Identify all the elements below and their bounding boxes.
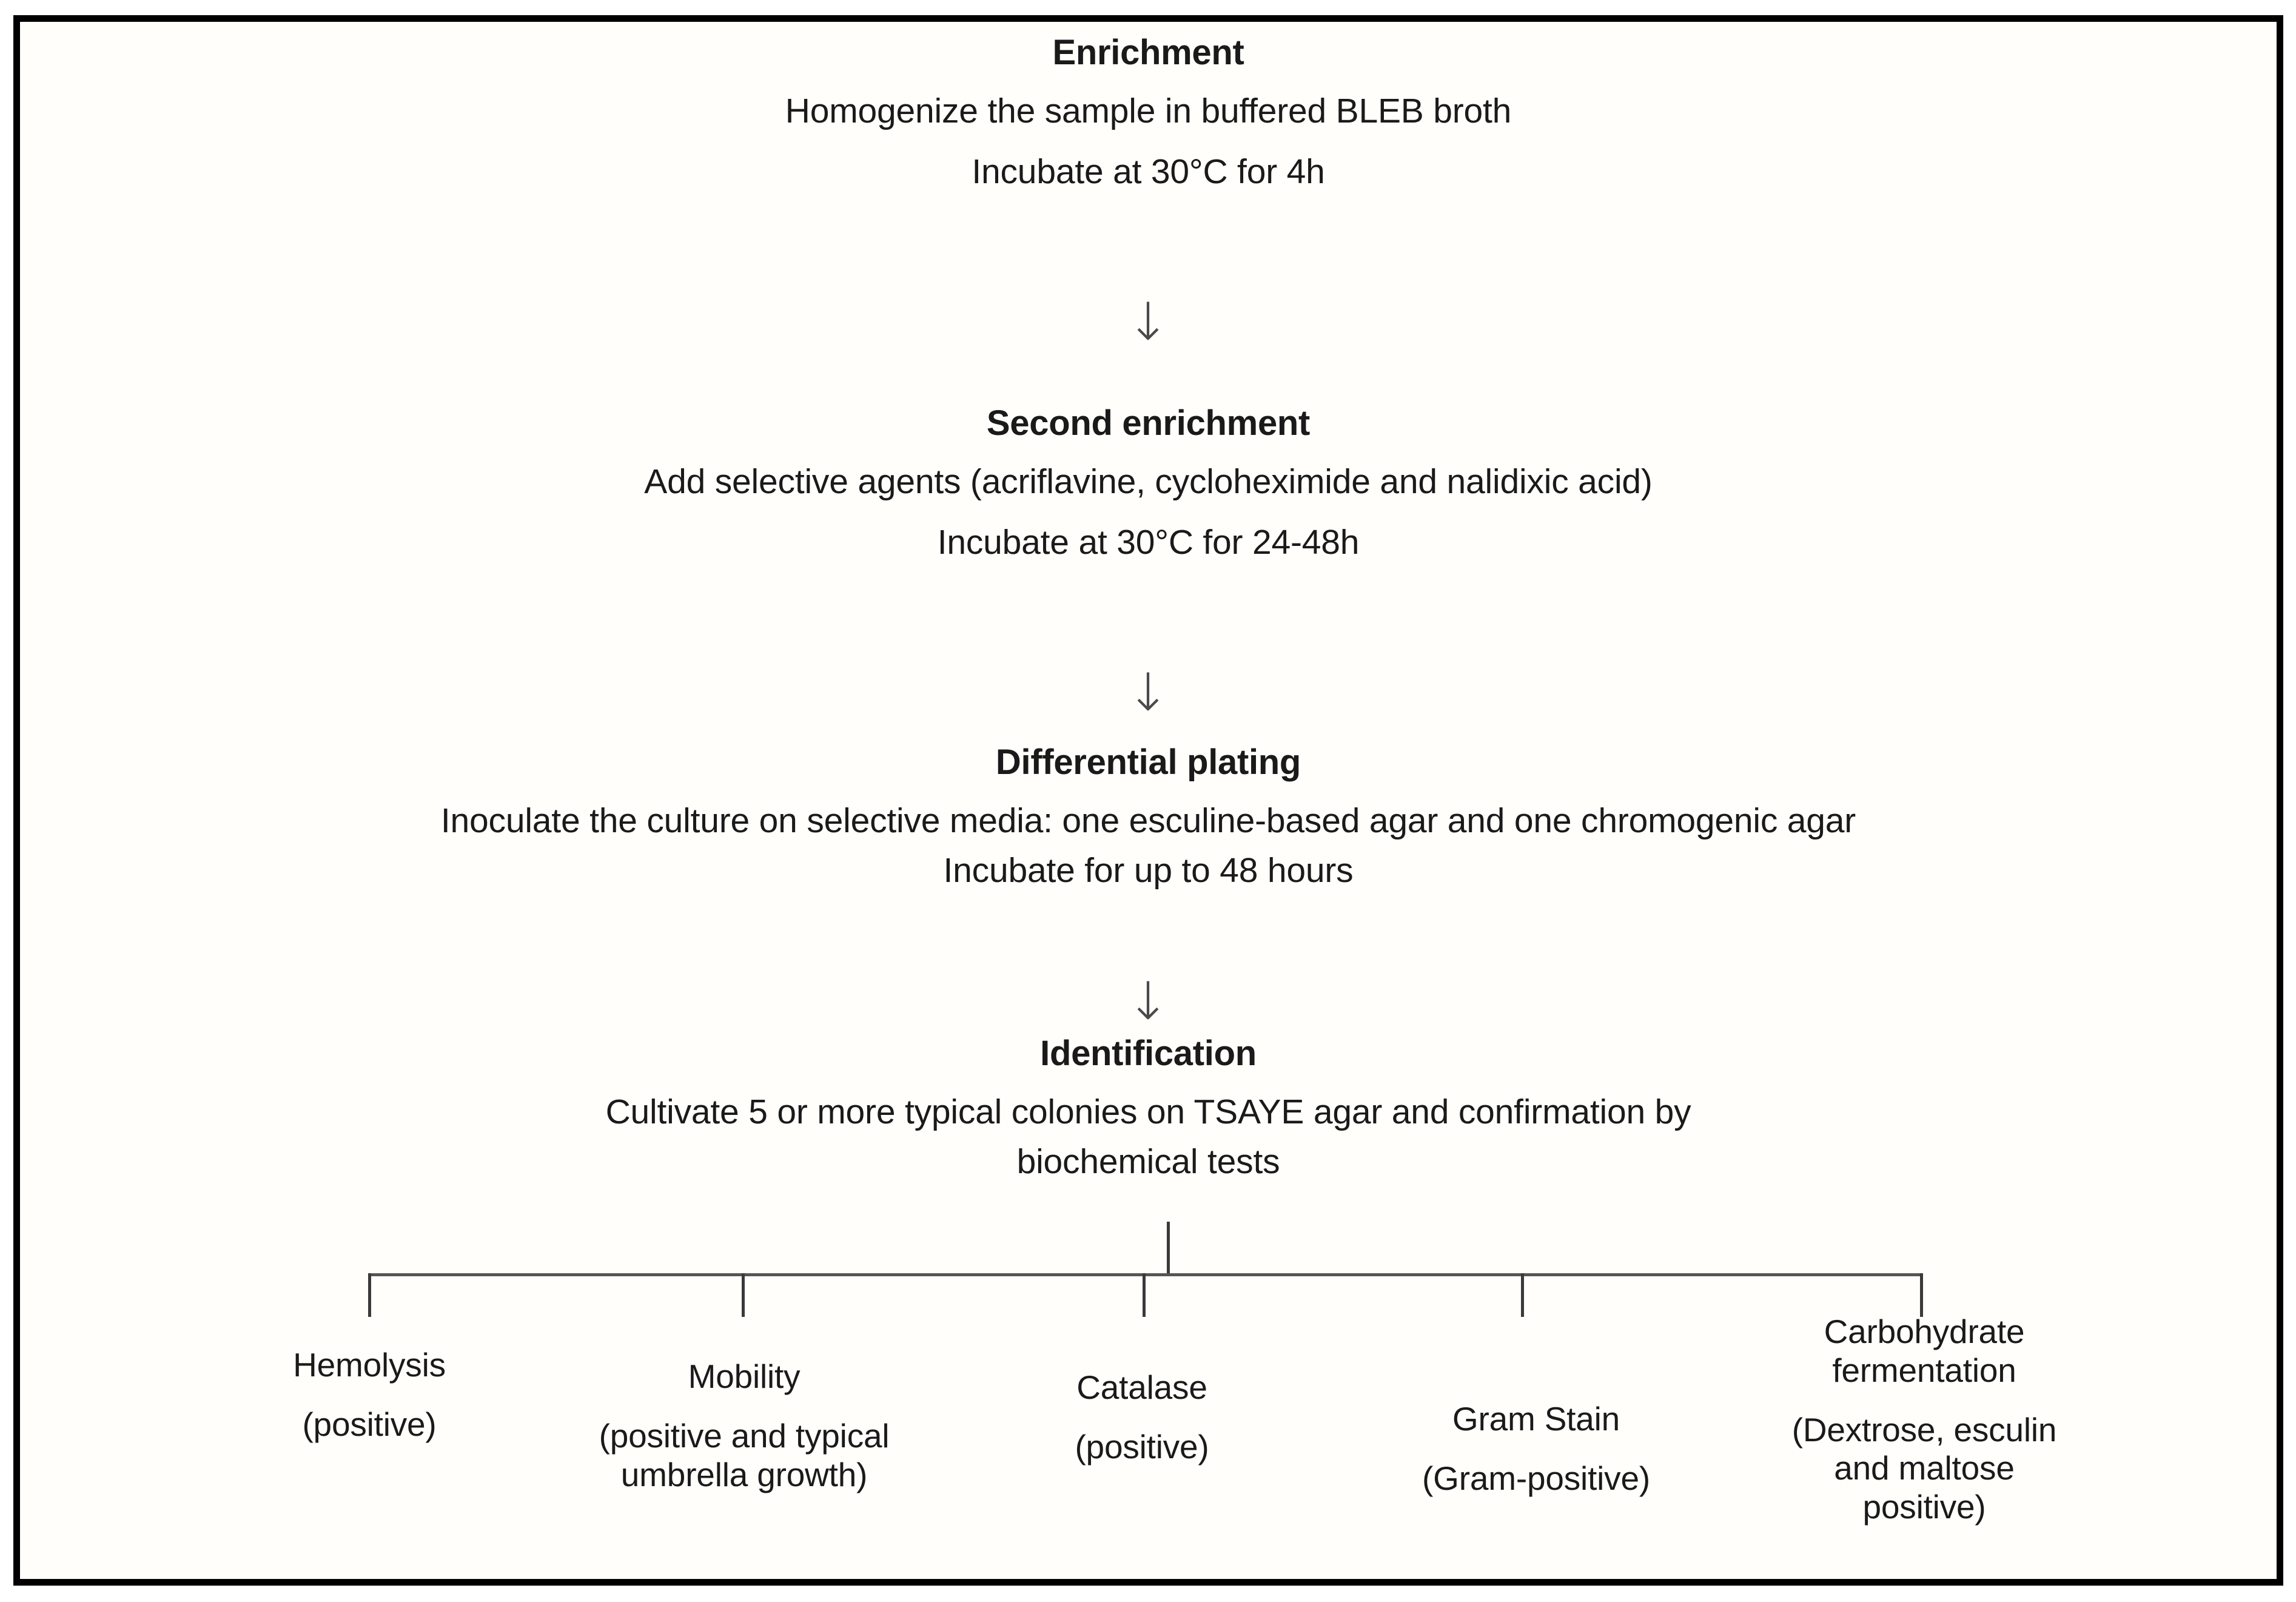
test-catalase-result: (positive) — [1075, 1427, 1209, 1466]
stage-differential-plating: Differential plating Inoculate the cultu… — [20, 745, 2277, 890]
stage-second-enrichment: Second enrichment Add selective agents (… — [20, 406, 2277, 562]
stage-differential-plating-line-2: Incubate for up to 48 hours — [943, 850, 1354, 890]
test-catalase: Catalase (positive) — [1009, 1368, 1275, 1467]
bracket-tick-carbohydrate-fermentation — [1920, 1273, 1923, 1317]
stage-enrichment: Enrichment Homogenize the sample in buff… — [20, 35, 2277, 192]
down-arrow-icon-2: ↓ — [1126, 662, 1170, 723]
test-mobility-result: (positive and typical umbrella growth) — [599, 1416, 890, 1493]
figure-border: Enrichment Homogenize the sample in buff… — [13, 15, 2283, 1586]
stage-enrichment-line-1: Homogenize the sample in buffered BLEB b… — [785, 92, 1512, 130]
test-carbohydrate-fermentation: Carbohydrate fermentation (Dextrose, esc… — [1773, 1313, 2076, 1527]
test-gram-stain-name: Gram Stain — [1452, 1400, 1620, 1438]
test-hemolysis-result: (positive) — [302, 1405, 437, 1443]
stage-identification-line-2: biochemical tests — [1016, 1142, 1280, 1181]
test-gram-stain: Gram Stain (Gram-positive) — [1378, 1400, 1694, 1498]
stage-identification-line-1: Cultivate 5 or more typical colonies on … — [605, 1092, 1691, 1131]
test-mobility-name: Mobility — [688, 1358, 801, 1395]
down-arrow-icon-3: ↓ — [1126, 971, 1170, 1032]
stage-differential-plating-line-1: Inoculate the culture on selective media… — [440, 801, 1856, 840]
stage-differential-plating-title: Differential plating — [995, 742, 1301, 782]
down-arrow-icon-1: ↓ — [1126, 292, 1170, 352]
stage-identification-title: Identification — [1040, 1034, 1257, 1073]
flowchart-canvas: Enrichment Homogenize the sample in buff… — [20, 22, 2277, 1579]
bracket-tick-catalase — [1143, 1273, 1146, 1317]
bracket-stem — [1167, 1222, 1170, 1275]
test-carbohydrate-fermentation-result: (Dextrose, esculin and maltose positive) — [1791, 1410, 2057, 1526]
stage-enrichment-title: Enrichment — [1052, 33, 1244, 72]
stage-second-enrichment-title: Second enrichment — [986, 403, 1311, 443]
bracket-tick-hemolysis — [368, 1273, 371, 1317]
test-catalase-name: Catalase — [1076, 1368, 1207, 1406]
test-hemolysis-name: Hemolysis — [293, 1346, 446, 1384]
bracket-tick-mobility — [742, 1273, 745, 1317]
stage-enrichment-line-2: Incubate at 30°C for 4h — [972, 152, 1325, 191]
bracket-tick-gram-stain — [1521, 1273, 1524, 1317]
test-hemolysis: Hemolysis (positive) — [236, 1346, 503, 1444]
test-gram-stain-result: (Gram-positive) — [1422, 1459, 1650, 1497]
stage-second-enrichment-line-2: Incubate at 30°C for 24-48h — [937, 522, 1360, 562]
test-carbohydrate-fermentation-name: Carbohydrate fermentation — [1824, 1313, 2025, 1389]
stage-second-enrichment-line-1: Add selective agents (acriflavine, cyclo… — [644, 462, 1653, 501]
stage-identification: Identification Cultivate 5 or more typic… — [20, 1036, 2277, 1182]
test-mobility: Mobility (positive and typical umbrella … — [592, 1358, 896, 1494]
